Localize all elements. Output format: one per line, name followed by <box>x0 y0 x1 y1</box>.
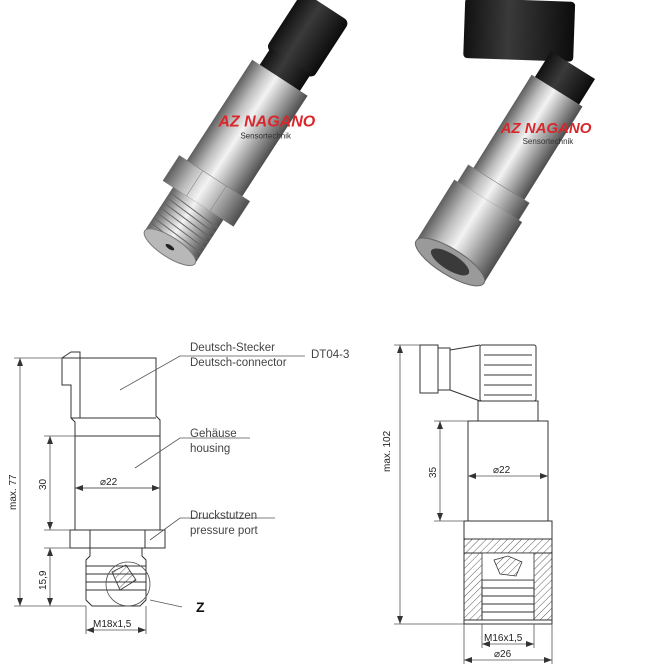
technical-drawing-left: Z max. 77 30 15,9 ⌀22 M18x1,5 <box>8 342 349 634</box>
dim-housing-left: 30 <box>38 478 49 490</box>
sensor-photo-right: AZ NAGANO Sensortechnik <box>414 0 596 287</box>
label-port-de: Druckstutzen <box>190 510 257 522</box>
label-housing-en: housing <box>190 443 230 455</box>
dim-total-right: max. 102 <box>382 430 393 472</box>
dim-housing-right: 35 <box>428 466 439 478</box>
logo-right: AZ NAGANO <box>500 120 592 137</box>
dim-diameter-right: ⌀22 <box>493 465 511 476</box>
label-connector-model: DT04-3 <box>311 349 349 361</box>
dim-outer-right: ⌀26 <box>494 649 512 660</box>
detail-z-label: Z <box>196 599 205 615</box>
label-port-en: pressure port <box>190 525 259 537</box>
logo-left: AZ NAGANO <box>217 113 315 130</box>
sensor-photo-left: AZ NAGANO Sensortechnik <box>143 0 348 267</box>
technical-drawing-right: max. 102 35 ⌀22 M16x1,5 ⌀26 <box>382 344 553 664</box>
label-connector-en: Deutsch-connector <box>190 357 287 369</box>
dim-total-left: max. 77 <box>8 474 19 510</box>
dim-diameter-left: ⌀22 <box>100 477 118 488</box>
label-connector-de: Deutsch-Stecker <box>190 342 275 354</box>
dim-thread-right: M16x1,5 <box>484 633 523 644</box>
dim-thread-len-left: 15,9 <box>38 570 49 590</box>
dim-thread-left: M18x1,5 <box>93 619 132 630</box>
label-housing-de: Gehäuse <box>190 428 237 440</box>
logo-sub-left: Sensortechnik <box>240 131 292 140</box>
logo-sub-right: Sensortechnik <box>523 137 575 146</box>
